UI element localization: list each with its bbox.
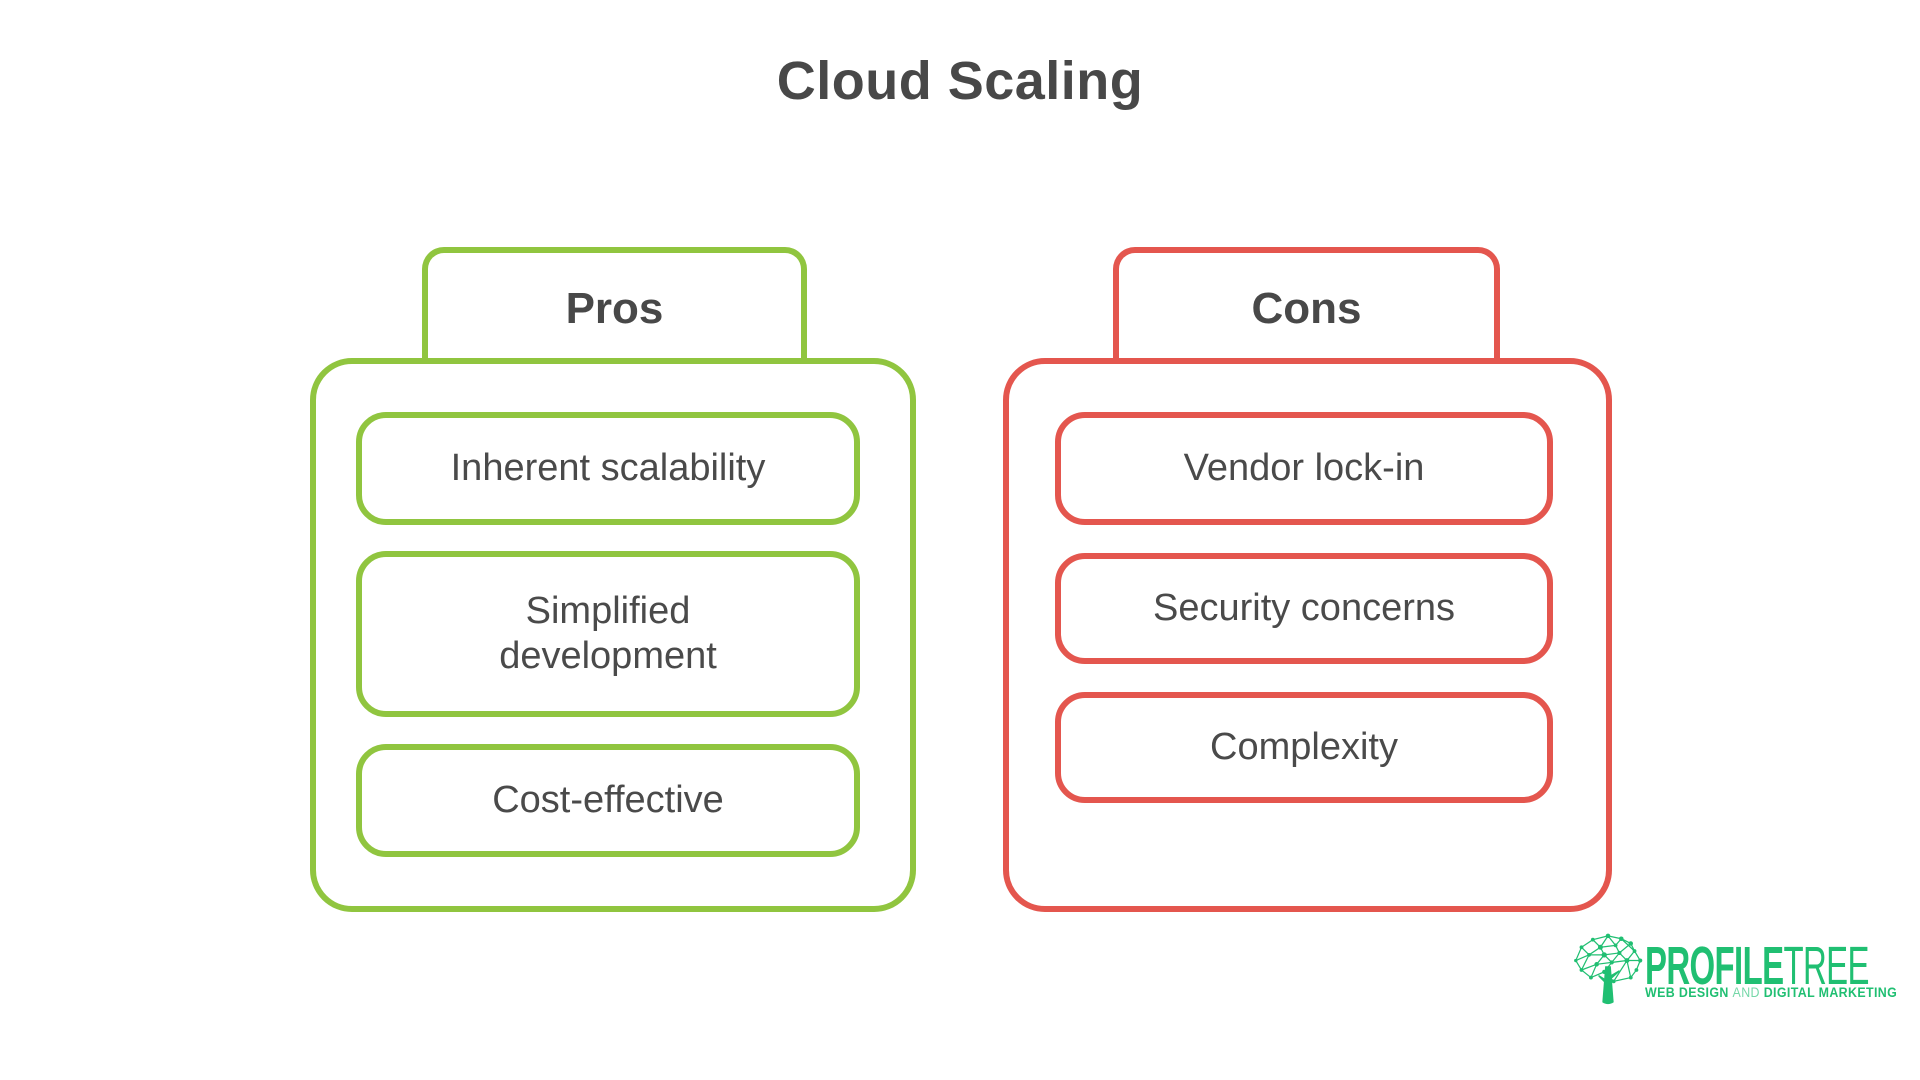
pros-item-label: Inherent scalability <box>450 447 766 490</box>
pros-container-box <box>310 358 916 912</box>
pros-item-cost-effective: Cost-effective <box>356 744 860 857</box>
profiletree-logo: PROFILETREE WEB DESIGN AND DIGITAL MARKE… <box>1572 930 1912 1030</box>
cons-item-label: Vendor lock-in <box>1183 447 1425 490</box>
brand-tree-text: TREE <box>1783 936 1869 996</box>
brand-profile-text: PROFILE <box>1645 936 1784 996</box>
cons-item-vendor-lock-in: Vendor lock-in <box>1055 412 1553 525</box>
cons-item-label: Security concerns <box>1152 587 1455 630</box>
cons-item-label: Complexity <box>1210 726 1398 769</box>
cons-item-security-concerns: Security concerns <box>1055 553 1553 664</box>
tree-network-icon <box>1574 933 1643 1005</box>
profiletree-wordmark: PROFILETREE <box>1645 939 1877 993</box>
pros-item-inherent-scalability: Inherent scalability <box>356 412 860 525</box>
cons-item-complexity: Complexity <box>1055 692 1553 803</box>
pros-header-tab: Pros <box>422 247 807 364</box>
pros-header-label: Pros <box>565 283 664 333</box>
tagline-and: AND <box>1732 985 1760 1000</box>
pros-item-simplified-development: Simplified development <box>356 551 860 717</box>
tagline-web-design: WEB DESIGN <box>1645 985 1729 1000</box>
cons-header-tab: Cons <box>1113 247 1500 364</box>
profiletree-tagline: WEB DESIGN AND DIGITAL MARKETING <box>1645 985 1920 1000</box>
pros-item-label: Cost-effective <box>492 779 724 822</box>
page-title: Cloud Scaling <box>776 51 1144 111</box>
pros-item-label: Simplified development <box>499 590 717 677</box>
tagline-digital-marketing: DIGITAL MARKETING <box>1763 985 1898 1000</box>
cons-header-label: Cons <box>1251 283 1362 333</box>
cons-container-box <box>1003 358 1612 912</box>
